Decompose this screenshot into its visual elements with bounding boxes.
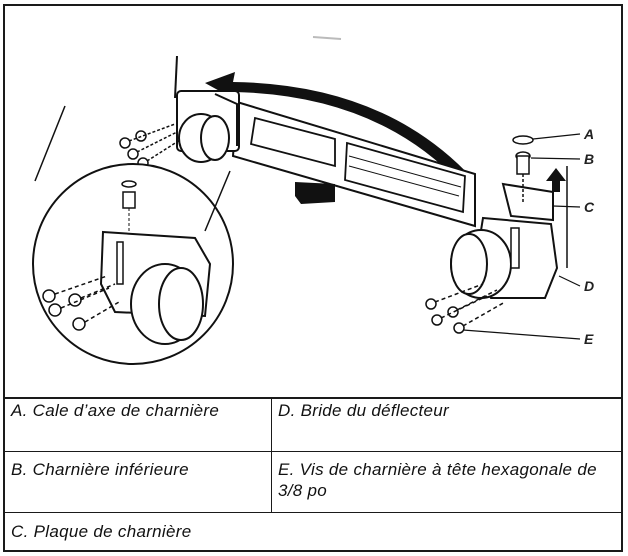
floor-bracket bbox=[295, 182, 335, 204]
legend-item-b: B. Charnière inférieure bbox=[5, 452, 272, 512]
legend-row: B. Charnière inférieure E. Vis de charni… bbox=[5, 452, 621, 513]
legend-row: A. Cale d’axe de charnière D. Bride du d… bbox=[5, 397, 621, 452]
callout-d: D bbox=[584, 278, 594, 294]
legend-item-d: D. Bride du déflecteur bbox=[278, 401, 450, 420]
up-arrow bbox=[546, 168, 566, 192]
callout-c: C bbox=[584, 199, 595, 215]
left-hinge-small bbox=[174, 55, 240, 163]
faint-mark bbox=[312, 36, 342, 40]
right-cale-and-pin bbox=[512, 135, 534, 202]
left-small-screws bbox=[119, 123, 181, 169]
right-hinge-assembly bbox=[450, 166, 568, 299]
legend-row: C. Plaque de charnière bbox=[5, 513, 621, 550]
magnifier-detail bbox=[32, 105, 234, 365]
callout-e: E bbox=[584, 331, 594, 347]
legend-item-c: C. Plaque de charnière bbox=[11, 522, 192, 541]
leader-lines bbox=[462, 133, 581, 340]
curved-arrow bbox=[205, 72, 473, 183]
right-screws bbox=[425, 283, 506, 334]
diagram-frame: A B C D E A. Cale d’axe de charnière D. … bbox=[3, 4, 623, 552]
callout-b: B bbox=[584, 151, 594, 167]
callout-a: A bbox=[583, 126, 594, 142]
hinge-illustration: A B C D E bbox=[5, 6, 621, 399]
legend-item-e: E. Vis de charnière à tête hexagonale de… bbox=[278, 460, 597, 500]
legend-item-a: A. Cale d’axe de charnière bbox=[5, 397, 272, 451]
door-panel bbox=[231, 100, 476, 228]
parts-legend-table: A. Cale d’axe de charnière D. Bride du d… bbox=[5, 397, 621, 550]
hinge-drawing: A B C D E bbox=[32, 36, 595, 365]
